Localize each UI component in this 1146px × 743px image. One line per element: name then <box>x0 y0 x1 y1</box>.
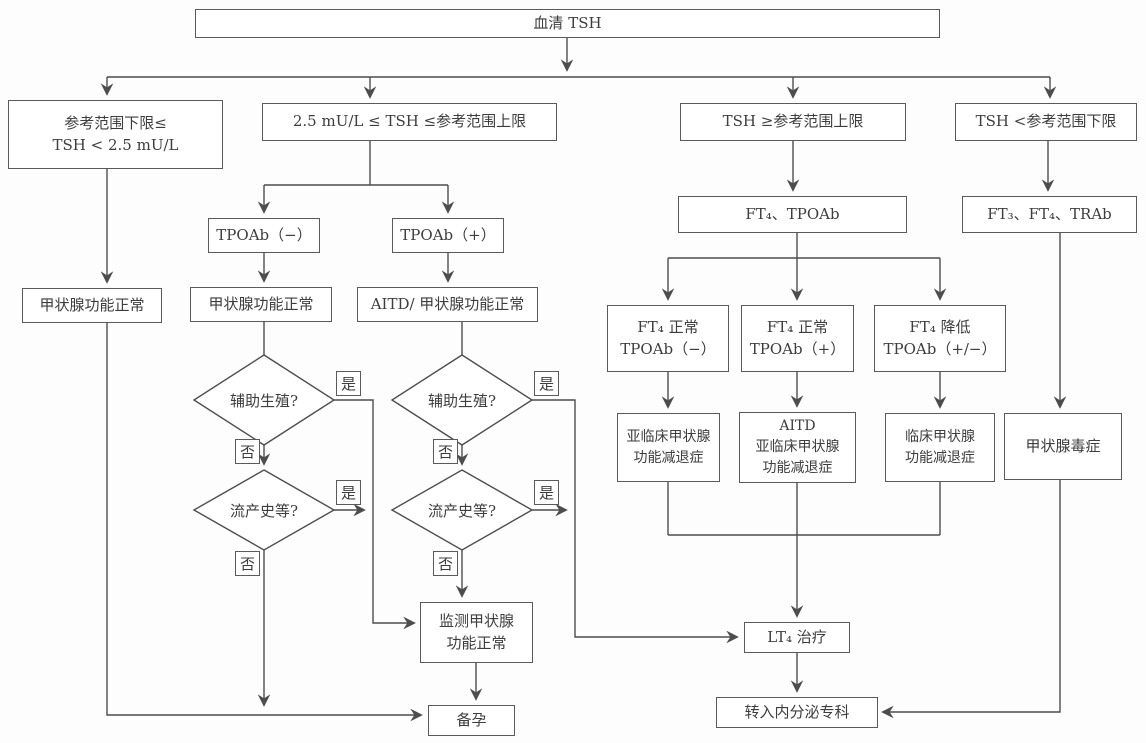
node-tpoab-negative: TPOAb（−） <box>208 218 320 253</box>
node-serum-tsh-label: 血清 TSH <box>533 13 602 32</box>
decision-assisted-reproduction-2: 辅助生殖? <box>427 392 497 410</box>
label-yes-miscarriage-1: 是 <box>336 480 361 505</box>
label-yes-miscarriage-2: 是 <box>534 480 559 505</box>
node-aitd-euthyroid-label: AITD/ 甲状腺功能正常 <box>370 294 525 313</box>
label-no-miscarriage-2: 否 <box>433 551 458 576</box>
node-aitd-subclinical-hypothyroidism: AITD 亚临床甲状腺 功能减退症 <box>739 412 856 483</box>
node-tsh-low-normal-line1: 参考范围下限≤ <box>64 114 167 133</box>
node-euthyroid-left-label: 甲状腺功能正常 <box>39 295 145 314</box>
node-ft4-normal-tpoab-pos: FT₄ 正常 TPOAb（+） <box>741 305 854 372</box>
label-no-art-1: 否 <box>235 439 260 464</box>
node-thyrotoxicosis-label: 甲状腺毒症 <box>1025 436 1101 455</box>
node-ft4-normal-tpoab-pos-line2: TPOAb（+） <box>749 339 846 358</box>
node-lt4-treatment: LT₄ 治疗 <box>744 622 850 653</box>
node-euthyroid-left: 甲状腺功能正常 <box>22 288 162 323</box>
node-subclinical-hypothyroidism: 亚临床甲状腺 功能减退症 <box>617 413 720 482</box>
node-serum-tsh: 血清 TSH <box>195 9 940 38</box>
node-lt4-treatment-label: LT₄ 治疗 <box>767 627 827 646</box>
node-tsh-low-normal-line2: TSH < 2.5 mU/L <box>52 135 179 154</box>
node-clinical-hypothyroidism-line2: 功能减退症 <box>905 449 975 466</box>
node-ft4-low-tpoab-any: FT₄ 降低 TPOAb（+/−） <box>874 305 1006 372</box>
node-ft4-normal-tpoab-pos-line1: FT₄ 正常 <box>766 318 829 337</box>
node-ft3-ft4-trab-tests-label: FT₃、FT₄、TRAb <box>987 204 1112 223</box>
node-tsh-very-low-label: TSH <参考范围下限 <box>975 112 1117 131</box>
node-prepare-pregnancy: 备孕 <box>428 705 515 736</box>
node-euthyroid-mid-label: 甲状腺功能正常 <box>208 294 314 313</box>
node-tsh-high: TSH ≥参考范围上限 <box>680 103 906 141</box>
node-aitd-subclinical-line2: 亚临床甲状腺 <box>755 439 840 455</box>
node-subclinical-hypothyroidism-line2: 功能减退症 <box>633 449 704 466</box>
node-aitd-subclinical-line3: 功能减退症 <box>762 460 833 476</box>
node-aitd-euthyroid: AITD/ 甲状腺功能正常 <box>357 287 538 322</box>
node-tpoab-positive-label: TPOAb（+） <box>400 225 496 244</box>
node-subclinical-hypothyroidism-line1: 亚临床甲状腺 <box>626 428 711 445</box>
label-yes-art-1: 是 <box>336 371 361 396</box>
node-ft4-normal-tpoab-neg-line1: FT₄ 正常 <box>637 318 699 337</box>
label-yes-art-2: 是 <box>534 371 559 396</box>
node-ft4-low-tpoab-any-line2: TPOAb（+/−） <box>883 339 997 358</box>
node-tsh-mid-range: 2.5 mU/L ≤ TSH ≤参考范围上限 <box>262 103 557 141</box>
node-ft4-low-tpoab-any-line1: FT₄ 降低 <box>909 318 971 337</box>
node-monitor-thyroid-line2: 功能正常 <box>446 633 507 652</box>
label-no-art-2: 否 <box>433 439 458 464</box>
decision-miscarriage-history-2: 流产史等? <box>427 502 497 520</box>
node-clinical-hypothyroidism: 临床甲状腺 功能减退症 <box>885 413 995 482</box>
node-ft4-normal-tpoab-neg-line2: TPOAb（−） <box>620 339 716 358</box>
node-refer-endocrinology-label: 转入内分泌专科 <box>744 702 850 721</box>
node-ft3-ft4-trab-tests: FT₃、FT₄、TRAb <box>962 196 1137 233</box>
node-tsh-high-label: TSH ≥参考范围上限 <box>722 112 864 131</box>
node-ft4-tpoab-tests-label: FT₄、TPOAb <box>745 204 840 223</box>
node-tpoab-negative-label: TPOAb（−） <box>216 225 312 244</box>
node-aitd-subclinical-line1: AITD <box>779 418 816 434</box>
node-tsh-very-low: TSH <参考范围下限 <box>955 103 1137 141</box>
node-thyrotoxicosis: 甲状腺毒症 <box>1004 413 1122 480</box>
node-tsh-mid-range-label: 2.5 mU/L ≤ TSH ≤参考范围上限 <box>292 112 527 131</box>
node-euthyroid-mid: 甲状腺功能正常 <box>190 287 332 322</box>
decision-miscarriage-history-1: 流产史等? <box>229 502 299 520</box>
node-monitor-thyroid-line1: 监测甲状腺 <box>438 612 514 631</box>
node-clinical-hypothyroidism-line1: 临床甲状腺 <box>905 428 975 445</box>
node-refer-endocrinology: 转入内分泌专科 <box>716 697 878 728</box>
node-monitor-thyroid: 监测甲状腺 功能正常 <box>420 602 533 663</box>
label-no-miscarriage-1: 否 <box>235 551 260 576</box>
decision-assisted-reproduction-1: 辅助生殖? <box>229 392 299 410</box>
node-tpoab-positive: TPOAb（+） <box>392 218 504 253</box>
node-ft4-normal-tpoab-neg: FT₄ 正常 TPOAb（−） <box>607 305 729 372</box>
node-tsh-low-normal: 参考范围下限≤ TSH < 2.5 mU/L <box>8 100 223 169</box>
node-prepare-pregnancy-label: 备孕 <box>456 710 487 729</box>
node-ft4-tpoab-tests: FT₄、TPOAb <box>678 196 907 233</box>
